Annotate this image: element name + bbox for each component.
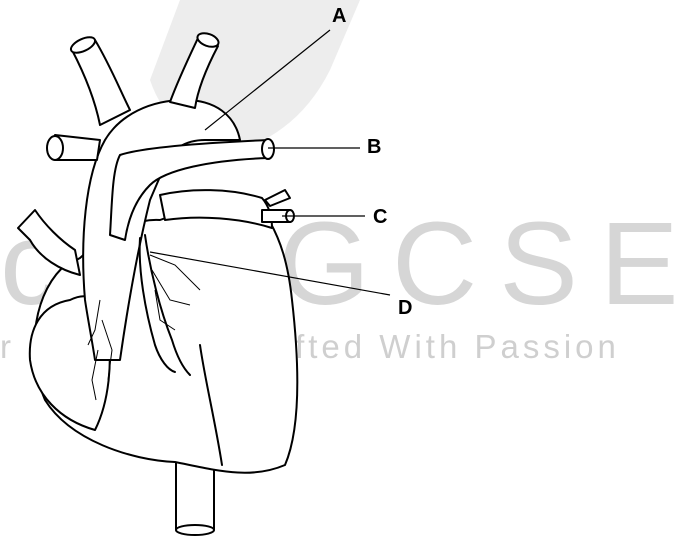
pulmonary-artery-end — [262, 139, 274, 159]
label-c: C — [373, 206, 387, 229]
label-d: D — [398, 297, 412, 320]
label-a: A — [332, 5, 346, 28]
label-b: B — [367, 136, 381, 159]
superior-vena-cava — [18, 210, 80, 275]
